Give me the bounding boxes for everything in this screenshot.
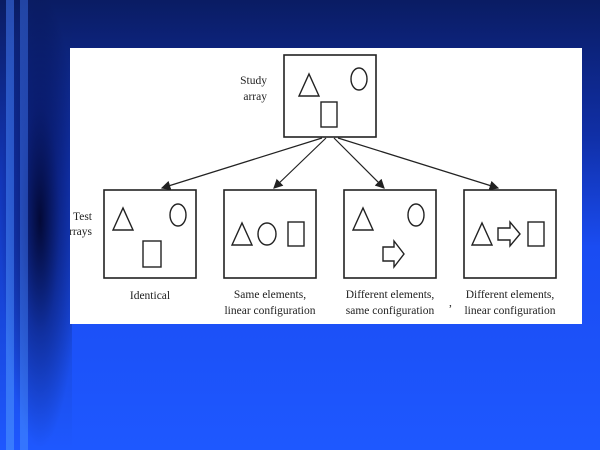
triangle-shape	[470, 221, 494, 246]
study-label-line1: Study	[240, 75, 267, 87]
caption-same-elements-line2: linear configuration	[224, 305, 315, 317]
arrow-to-different-elements-same	[333, 137, 385, 189]
arrow-to-same-elements-linear	[273, 137, 327, 189]
diagram-panel: Study array Test arrays	[70, 48, 582, 324]
caption-different-linear-line2: linear configuration	[464, 305, 555, 317]
square-shape	[287, 221, 305, 247]
triangle-shape	[111, 206, 135, 231]
caption-different-linear-line1: Different elements,	[466, 289, 555, 301]
circle-shape	[169, 203, 187, 227]
test-label-line2: arrays	[70, 226, 93, 238]
triangle-shape	[351, 206, 375, 231]
arrow-to-identical	[160, 137, 323, 191]
stray-mark: ,	[449, 297, 452, 309]
study-label-line2: array	[243, 91, 267, 103]
caption-different-same-line1: Different elements,	[346, 289, 435, 301]
caption-different-same-line2: same configuration	[346, 305, 435, 317]
caption-same-elements-line1: Same elements,	[234, 289, 306, 301]
test-array-different-elements-same	[343, 189, 437, 279]
test-label-line1: Test	[73, 211, 93, 223]
test-array-different-elements-linear	[463, 189, 557, 279]
circle-shape	[407, 203, 425, 227]
left-decorative-strip	[0, 0, 72, 450]
study-array-box	[283, 54, 377, 138]
study-array	[283, 54, 377, 138]
test-array-box	[343, 189, 437, 279]
test-array-identical	[103, 189, 197, 279]
test-array-box	[223, 189, 317, 279]
arrow-to-different-elements-linear	[337, 137, 500, 191]
square-shape	[142, 240, 162, 268]
strip-square-pattern	[0, 0, 72, 450]
square-shape	[527, 221, 545, 247]
diagram-svg: Study array Test arrays	[70, 54, 557, 317]
triangle-shape	[297, 72, 321, 97]
circle-shape	[350, 67, 368, 91]
arrow-shape	[382, 238, 405, 270]
arrow-shape	[497, 220, 521, 248]
circle-shape	[257, 222, 277, 246]
connector-arrows	[160, 137, 500, 191]
test-array-box	[463, 189, 557, 279]
test-array-same-elements-linear	[223, 189, 317, 279]
triangle-shape	[230, 221, 254, 246]
caption-identical: Identical	[130, 290, 170, 302]
test-array-box	[103, 189, 197, 279]
square-shape	[320, 101, 338, 128]
